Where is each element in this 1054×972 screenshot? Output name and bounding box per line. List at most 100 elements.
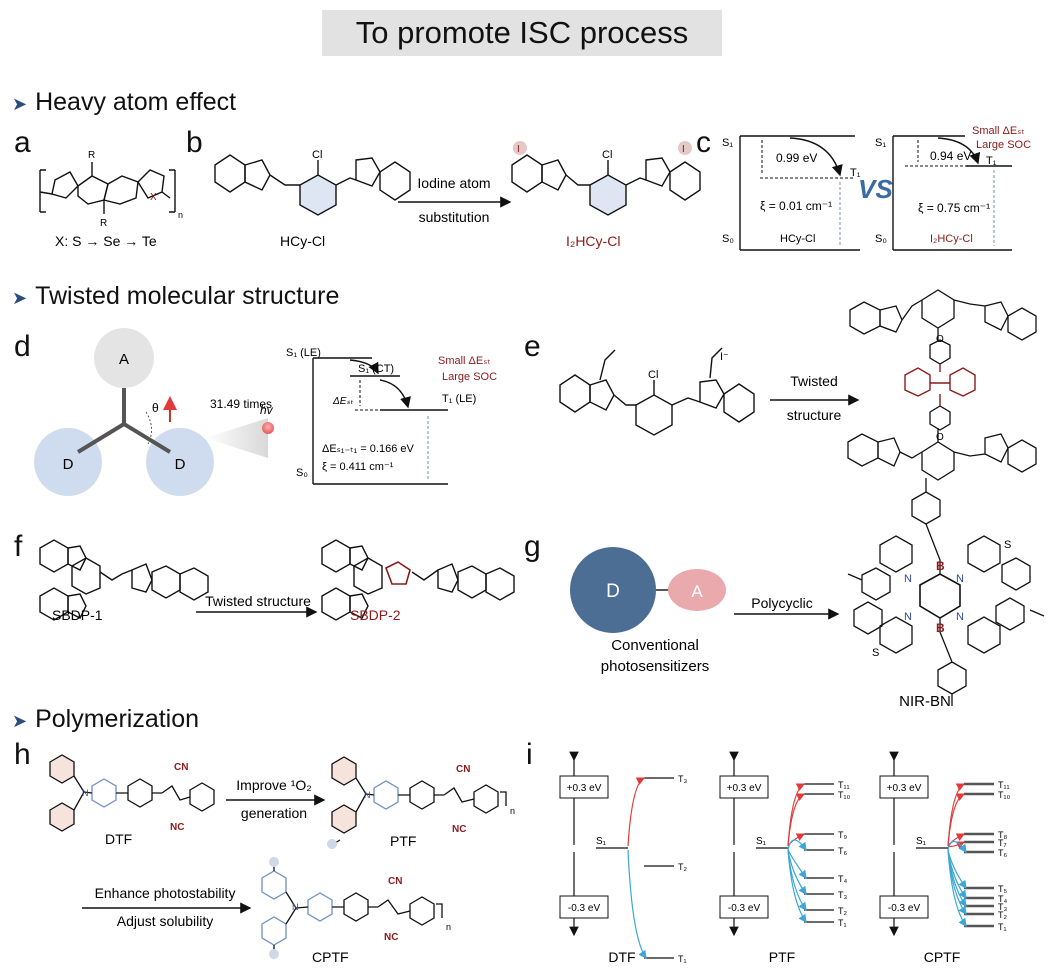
lightbulb-icon [262,422,274,434]
t-level-label: T₄ [998,894,1007,904]
t-level-label: T₈ [998,830,1007,840]
minus-label: -0.3 eV [728,903,761,914]
t-level-label: T₂ [678,862,687,872]
panel-letter-c: c [696,126,711,159]
red-transition-arrow [947,833,966,847]
panel-f-left-name: SBDP-1 [52,607,103,623]
panel-b-hcy-cl-structure [214,154,411,216]
plus-label: +0.3 eV [567,783,602,794]
panel-letter-h: h [14,738,31,771]
red-transition-arrow [947,793,966,847]
panel-d-times: 31.49 times [210,397,272,411]
panel-b-right-name: I₂HCy-Cl [566,233,620,249]
panel-d-d-left: D [63,456,74,473]
panel-h-ptf-name: PTF [390,833,416,849]
bullet-arrow-icon: ➤ [12,711,28,731]
panel-g-arrow-label: Polycyclic [751,595,812,611]
panel-d-hv: hv [260,403,274,417]
panel-g-name: NIR-BN [899,693,951,710]
panel-d-de2: ΔEₛ₁₋ₜ₁ = 0.166 eV [322,443,414,455]
panel-h-cptf-highlight-bottom [269,949,279,959]
panel-d-schematic [34,328,274,496]
panel-e-o-top: O [936,334,944,345]
t-level-label: T₂ [838,906,847,916]
panel-h-n-ptf: N [364,790,371,800]
panel-h-nc-ptf: NC [452,824,466,835]
panel-d-s1ct: S₁ (CT) [358,363,394,375]
plus-label: +0.3 eV [727,783,762,794]
panel-a-x-atom: X [150,192,157,203]
panel-g-n-2: N [956,573,964,585]
panel-d-energy-diagram [312,357,448,485]
panel-h-cn-dtf: CN [174,762,188,773]
panel-h-arrow2-top: Enhance photostability [95,885,236,901]
panel-h-n-ptf-sub: n [510,806,515,816]
panel-h-cn-cptf: CN [388,876,402,887]
panel-f-sbdp2-structure [321,539,515,621]
panel-letter-a: a [14,126,31,159]
panel-e-o-bottom: O [936,432,944,443]
panel-b-arrow-top: Iodine atom [417,175,490,191]
s1-label: S₁ [756,836,767,847]
panel-g-acceptor-ellipse [668,569,726,611]
panel-g-n-4: N [956,611,964,623]
panel-a-caption: X: S → Se → Te [55,233,157,249]
red-transition-arrow [947,783,966,847]
panel-i-cptf-diagram: +0.3 eV-0.3 eVS₁T₁₁T₁₀T₈T₇T₆T₅T₄T₃T₂T₁CP… [879,751,1011,965]
panel-h-arrow2-bot: Adjust solubility [117,913,214,929]
t-level-label: T₁₁ [998,780,1010,790]
panel-c-right-xi: ξ = 0.75 cm⁻¹ [918,201,990,215]
panel-e-right-structure [847,289,1037,481]
panel-d-s1le: S₁ (LE) [286,347,321,359]
light-beam [205,418,268,458]
page-title: To promote ISC process [322,10,722,56]
minus-box [559,895,609,919]
panel-g-a: A [691,582,703,601]
panel-e-left-structure [559,347,755,436]
panel-h-n-cptf-sub: n [446,922,451,932]
t-level-label: T₃ [998,902,1007,912]
panel-g-n-3: N [904,611,912,623]
panel-e-cl: Cl [648,369,658,381]
panel-b-i2hcy-cl-structure [511,154,701,216]
panel-letter-b: b [186,126,203,159]
panel-c-right-name: I₂HCy-Cl [930,233,973,245]
panel-c-right-t1: T₁ [986,155,997,167]
panel-g-s-bottom: S [872,647,879,659]
panel-a-r-top: R [88,150,95,161]
blue-transition-arrow [947,849,967,927]
panel-c-left-diagram [739,135,860,251]
plus-box [719,775,769,799]
panel-letter-e: e [524,330,541,363]
panel-i-ptf-name: PTF [769,949,795,965]
panel-h-nc-cptf: NC [384,932,398,943]
section-twisted-label: Twisted molecular structure [35,282,340,310]
panel-h-cptf-name: CPTF [312,949,349,965]
t-level-label: T₂ [998,910,1007,920]
panel-d-xi: ξ = 0.411 cm⁻¹ [322,461,394,473]
panel-i-dtf-name: DTF [608,949,635,965]
blue-transition-arrow [787,839,807,851]
section-heavy-atom-label: Heavy atom effect [35,88,237,116]
panel-d-d-right: D [175,456,186,473]
t-level-label: T₆ [838,846,847,856]
panel-g-nir-bn-structure [847,478,1045,706]
t-level-label: T₅ [998,884,1007,894]
panel-b-arrow-bot: substitution [419,209,490,225]
panel-b-iodine-left: I [517,144,520,155]
section-heavy-atom: ➤Heavy atom effect [12,88,236,117]
panel-c-left-s1: S₁ [722,137,733,149]
panel-d-note-small-dest: Small ΔEₛₜ [438,355,491,367]
blue-transition-arrow [947,840,967,853]
plus-label: +0.3 eV [887,783,922,794]
t-level-label: T₁ [838,918,847,928]
minus-label: -0.3 eV [568,903,601,914]
panel-h-arrow1-top: Improve ¹O₂ [236,777,311,793]
panel-d-note-large-soc: Large SOC [442,371,497,383]
panel-e-arrow-top: Twisted [790,373,837,389]
red-transition-arrow [787,793,806,847]
panel-c-right-s0: S₀ [875,233,887,245]
panel-d-theta: θ [152,401,159,415]
